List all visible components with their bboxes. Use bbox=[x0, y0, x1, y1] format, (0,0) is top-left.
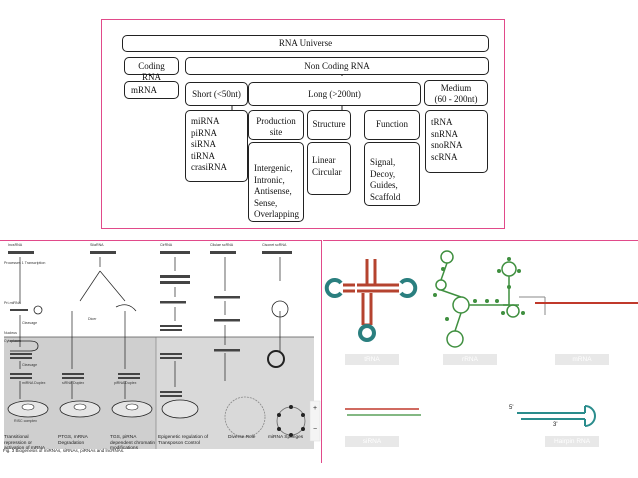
figure-caption: Fig. 3 Biogenesis of miRNAs, siRNAs, piR… bbox=[3, 448, 125, 453]
rna-universe-diagram: RNA Universe Coding RNA Non Coding RNA m… bbox=[101, 19, 505, 229]
structure-label: Structure bbox=[312, 119, 346, 129]
outcome-label: miRNA Sponges bbox=[268, 435, 304, 440]
trna-label: tRNA bbox=[345, 354, 399, 365]
list-item: Intergenic, bbox=[254, 163, 293, 173]
process-label: Processes 1 Transcription bbox=[4, 261, 46, 265]
list-item: siRNA bbox=[191, 139, 217, 149]
production-label: Production bbox=[256, 116, 296, 126]
process-label: Cleavage bbox=[22, 321, 38, 325]
process-label: Dicer bbox=[88, 317, 97, 321]
column-title: SiiaRNA bbox=[90, 243, 104, 247]
sirna-structure bbox=[345, 408, 421, 416]
rna-universe-label: RNA Universe bbox=[278, 38, 333, 48]
list-item: Circular bbox=[312, 166, 342, 177]
function-list-box: Signal, Decoy, Guides, Scaffold bbox=[364, 142, 420, 206]
rna-structures-drawing bbox=[324, 250, 638, 427]
coding-rna-box: Coding RNA bbox=[124, 57, 179, 82]
list-item: Signal, bbox=[370, 157, 396, 167]
mrna-box: mRNA bbox=[124, 81, 179, 99]
list-item: piRNA bbox=[191, 127, 218, 138]
function-label: Function bbox=[375, 119, 408, 129]
production-list-box: Intergenic, Intronic, Antisense, Sense, … bbox=[248, 142, 304, 222]
column-title: IncsRNA bbox=[8, 243, 23, 247]
rna-types-panel: tRNA rRNA mRNA siRNA Hairpin RNA 5' 3' bbox=[323, 240, 638, 463]
column-title: Cllulae scRNA bbox=[210, 243, 234, 247]
function-box: Function bbox=[364, 110, 420, 140]
list-item: crasiRNA bbox=[191, 162, 227, 172]
biogenesis-figure: IncsRNA SiiaRNA CirRNA Cllulae scRNA Cis… bbox=[0, 240, 322, 463]
site-label: site bbox=[269, 127, 283, 137]
rrna-structure bbox=[435, 250, 520, 348]
list-item: Overlapping bbox=[254, 209, 299, 219]
list-item: tiRNA bbox=[191, 150, 216, 161]
non-coding-rna-box: Non Coding RNA bbox=[185, 57, 489, 75]
zoom-in-button[interactable]: + bbox=[312, 405, 318, 412]
list-item: Scaffold bbox=[370, 191, 401, 202]
outcome-label: TGS, piRNA dependent chromatin modificat… bbox=[110, 435, 156, 451]
process-label: RISC complex bbox=[14, 419, 37, 423]
list-item: Decoy, bbox=[370, 168, 396, 179]
production-site-box: Production site bbox=[248, 110, 304, 140]
process-label: piRNA Duplex bbox=[114, 381, 137, 385]
list-item: Guides, bbox=[370, 180, 398, 190]
mrna-label: mRNA bbox=[555, 354, 609, 365]
list-item: Linear bbox=[312, 155, 336, 165]
structure-box: Structure bbox=[307, 110, 351, 140]
outcome-label: PTGS, mRNA Degradation bbox=[58, 435, 88, 446]
hairpin-structure bbox=[517, 405, 596, 427]
process-label: siRNA Duplex bbox=[62, 381, 85, 385]
medium-label: Medium bbox=[440, 83, 472, 93]
list-item: Intronic, bbox=[254, 174, 285, 185]
short-list-box: miRNA piRNA siRNA tiRNA crasiRNA bbox=[185, 110, 248, 182]
long-label: Long (>200nt) bbox=[308, 89, 361, 99]
column-title: CirRNA bbox=[160, 243, 173, 247]
coding-rna-label: Coding RNA bbox=[138, 61, 165, 82]
medium-range-label: (60 - 200nt) bbox=[434, 94, 478, 104]
long-box: Long (>200nt) bbox=[248, 82, 421, 106]
list-item: miRNA bbox=[191, 116, 220, 126]
rrna-label: rRNA bbox=[443, 354, 497, 365]
non-coding-rna-label: Non Coding RNA bbox=[304, 61, 370, 71]
process-label: Pri-miRNA bbox=[4, 301, 21, 305]
process-label: miRNA Duplex bbox=[22, 381, 46, 385]
trna-structure bbox=[324, 259, 418, 342]
list-item: Antisense, bbox=[254, 186, 292, 196]
mrna-label: mRNA bbox=[131, 85, 158, 95]
short-box: Short (<50nt) bbox=[185, 82, 248, 106]
structure-list-box: Linear Circular bbox=[307, 142, 351, 195]
sirna-label: siRNA bbox=[345, 436, 399, 447]
three-prime-label: 3' bbox=[553, 422, 558, 428]
rna-universe-box: RNA Universe bbox=[122, 35, 489, 52]
short-label: Short (<50nt) bbox=[192, 89, 241, 99]
column-title: Cisonet scRNA bbox=[262, 243, 287, 247]
process-label: Cleavage bbox=[22, 363, 38, 367]
medium-list-box: tRNA snRNA snoRNA scRNA bbox=[425, 110, 488, 173]
outcome-label: Diverse Role bbox=[228, 435, 256, 440]
list-item: tRNA bbox=[431, 117, 453, 127]
list-item: snoRNA bbox=[431, 140, 463, 150]
hairpin-rna-label: Hairpin RNA bbox=[545, 436, 599, 447]
zoom-out-button[interactable]: − bbox=[312, 426, 318, 433]
process-label: Nucleus bbox=[4, 331, 17, 335]
process-label: Cytoplasm bbox=[4, 339, 21, 343]
biogenesis-drawing bbox=[4, 251, 321, 449]
outcome-label: Epigenetic regulation of Transposon Cont… bbox=[158, 435, 209, 446]
medium-box: Medium (60 - 200nt) bbox=[424, 80, 488, 106]
five-prime-label: 5' bbox=[509, 405, 514, 411]
list-item: Sense, bbox=[254, 197, 278, 208]
list-item: scRNA bbox=[431, 151, 458, 162]
list-item: snRNA bbox=[431, 128, 459, 139]
outcome-label: Transitional repression or activation of… bbox=[4, 435, 46, 451]
